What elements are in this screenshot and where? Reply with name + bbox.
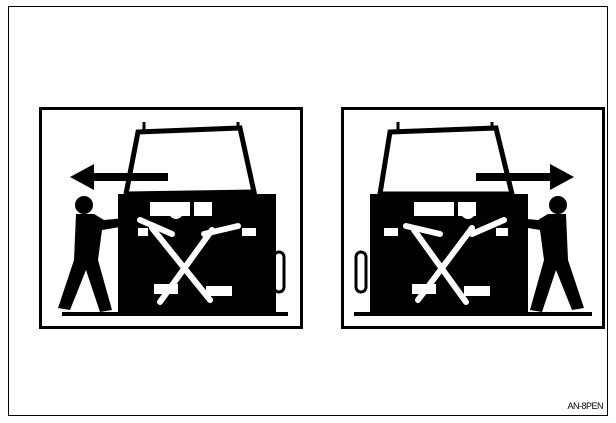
arrow-left-icon (70, 164, 168, 190)
figure-frame: AN-8PEN (8, 6, 608, 416)
cab-outline (380, 128, 512, 194)
cab-outline (126, 128, 254, 194)
arrow-right-icon (476, 164, 574, 190)
reference-code: AN-8PEN (567, 401, 603, 411)
panel-push-left (39, 107, 303, 329)
illustration-push-right (344, 110, 602, 326)
panel-push-right (341, 107, 605, 329)
person-pushing-left (58, 196, 126, 312)
illustration-push-left (42, 110, 300, 326)
